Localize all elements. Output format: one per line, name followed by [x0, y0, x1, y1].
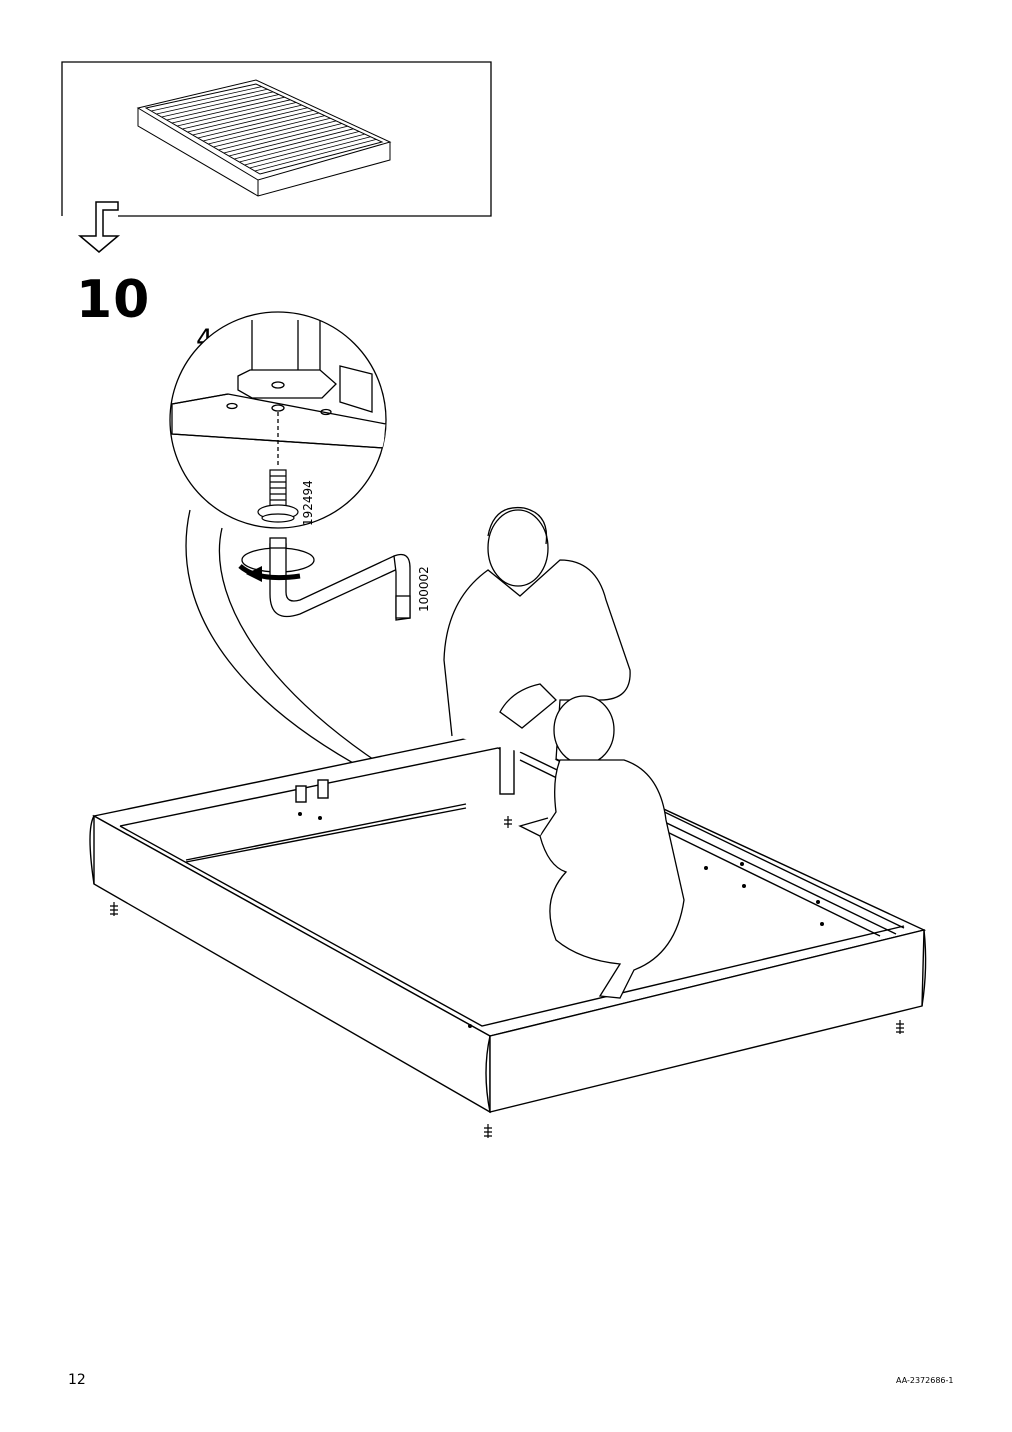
document-code: AA-2372686-1 [896, 1376, 954, 1385]
slat [239, 131, 360, 163]
slat [218, 120, 337, 151]
slat [197, 109, 314, 139]
slat [156, 88, 268, 115]
wrench-part-number: 100002 [417, 566, 431, 612]
screw-part-number: 192494 [301, 480, 315, 526]
allen-wrench [241, 537, 411, 621]
page-number: 12 [68, 1372, 86, 1388]
slatted-bed-base [136, 79, 392, 197]
slat [166, 94, 279, 121]
slat [187, 104, 302, 133]
slat [228, 125, 348, 157]
proceed-arrow-icon [77, 201, 121, 253]
slat [161, 91, 274, 118]
step-number: 10 [76, 270, 151, 330]
reference-box [61, 61, 492, 217]
slat [223, 123, 343, 154]
slat [192, 107, 308, 136]
bed-frame [89, 731, 927, 1138]
slat [177, 99, 291, 127]
slat [233, 128, 354, 160]
slat [202, 112, 320, 142]
slat [171, 96, 285, 124]
slat [244, 133, 365, 166]
person-standing [443, 506, 631, 761]
slat [151, 86, 262, 112]
detail-callout [169, 311, 387, 529]
slat [182, 102, 297, 130]
slat [249, 136, 371, 169]
slat [213, 117, 331, 148]
screw-part [257, 469, 299, 523]
rotate-clockwise-icon [238, 564, 301, 582]
slat [208, 115, 325, 145]
slat [254, 138, 377, 172]
person-kneeling [518, 695, 685, 999]
